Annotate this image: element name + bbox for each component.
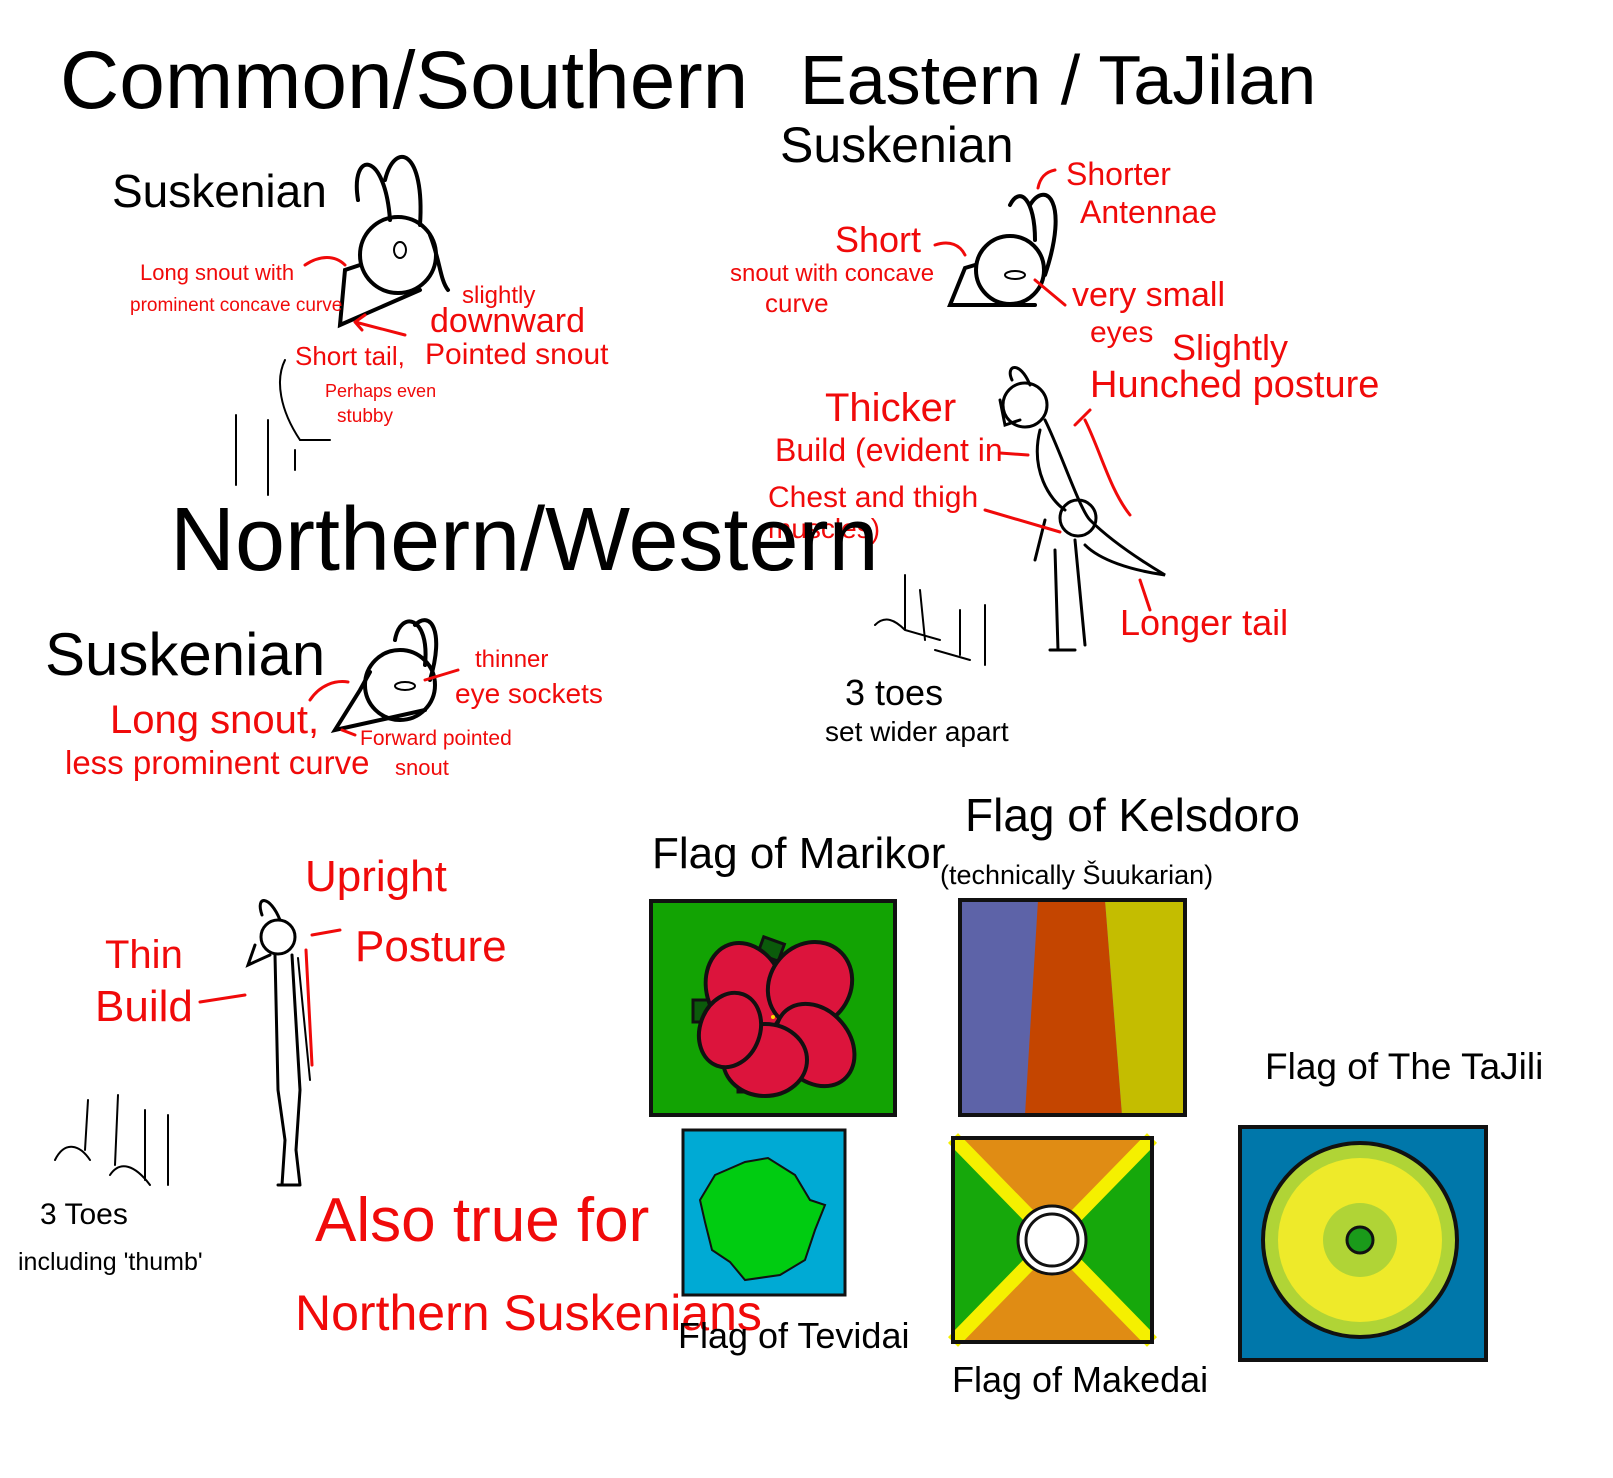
northern-note-eye-2: eye sockets — [455, 678, 603, 709]
eastern-note-hunch-2: Hunched posture — [1090, 364, 1380, 406]
southern-note-tail-2: Perhaps even — [325, 381, 437, 401]
eastern-note-snout-3: curve — [765, 288, 829, 318]
flag-makedai-label: Flag of Makedai — [952, 1359, 1209, 1400]
eastern-note-tail: Longer tail — [1120, 602, 1289, 643]
southern-note-snout-2: prominent concave curve — [130, 295, 343, 316]
northern-note-toes-2: including 'thumb' — [18, 1248, 203, 1276]
northern-note-upright-2: Posture — [355, 922, 507, 971]
flag-kelsdoro — [958, 898, 1187, 1117]
flag-marikor-label: Flag of Marikor — [652, 829, 946, 878]
eastern-note-hunch: Slightly — [1172, 327, 1289, 368]
eastern-note-build-4: muscles) — [768, 513, 881, 544]
southern-title: Common/Southern — [60, 35, 749, 126]
northern-note-eye: thinner — [475, 646, 549, 673]
flag-makedai — [947, 1133, 1158, 1347]
northern-note-thin: Thin — [105, 933, 183, 977]
northern-note-point: Forward pointed — [360, 727, 512, 750]
northern-body-sketch — [245, 899, 314, 1187]
southern-note-tail-3: stubby — [337, 406, 393, 427]
flag-kelsdoro-label: Flag of Kelsdoro — [965, 789, 1300, 841]
northern-note-upright: Upright — [305, 852, 447, 901]
eastern-head-sketch — [947, 192, 1058, 307]
southern-note-tail: Short tail, — [295, 341, 405, 371]
southern-note-down-2: downward — [430, 302, 585, 340]
annotation-arrows — [198, 168, 1152, 1004]
southern-note-down: slightly — [462, 282, 536, 309]
northern-note-toes: 3 Toes — [40, 1198, 128, 1231]
northern-note-thin-2: Build — [95, 982, 193, 1031]
northern-note-snout: Long snout, — [110, 698, 320, 742]
eastern-note-build-3: Chest and thigh — [768, 481, 979, 514]
northern-subtitle: Suskenian — [45, 621, 326, 688]
southern-head-sketch — [235, 154, 450, 496]
southern-subtitle: Suskenian — [112, 165, 327, 217]
southern-note-snout: Long snout with — [140, 260, 295, 285]
eastern-feet-sketch — [874, 574, 986, 666]
eastern-note-build: Thicker — [825, 386, 957, 430]
eastern-note-snout: Short — [835, 219, 922, 260]
flag-tevidai-label: Flag of Tevidai — [678, 1315, 910, 1356]
northern-title: Northern/Western — [170, 490, 879, 590]
flag-tevidai — [681, 1128, 847, 1297]
eastern-title: Eastern / TaJilan — [800, 41, 1317, 119]
eastern-note-build-2: Build (evident in — [775, 432, 1003, 468]
flag-marikor — [649, 899, 897, 1117]
flag-tajili-label: Flag of The TaJili — [1265, 1046, 1544, 1087]
northern-note-point-2: snout — [395, 755, 449, 780]
flag-tajili — [1238, 1125, 1488, 1362]
flag-kelsdoro-note: (technically Šuukarian) — [940, 860, 1214, 890]
eastern-note-toes: 3 toes — [845, 672, 944, 713]
eastern-subtitle: Suskenian — [780, 117, 1014, 173]
northern-head-sketch — [330, 618, 439, 733]
eastern-note-antennae-2: Antennae — [1080, 194, 1218, 230]
eastern-note-eyes-2: eyes — [1090, 316, 1154, 349]
northern-note-also: Also true for — [315, 1186, 650, 1255]
northern-feet-sketch — [54, 1094, 169, 1186]
eastern-body-sketch — [998, 366, 1166, 652]
southern-note-down-3: Pointed snout — [425, 338, 609, 371]
eastern-note-snout-2: snout with concave — [730, 260, 935, 287]
northern-note-snout-2: less prominent curve — [65, 744, 370, 781]
eastern-note-eyes: very small — [1072, 276, 1226, 314]
eastern-note-toes-2: set wider apart — [825, 716, 1009, 747]
eastern-note-antennae: Shorter — [1066, 156, 1171, 192]
